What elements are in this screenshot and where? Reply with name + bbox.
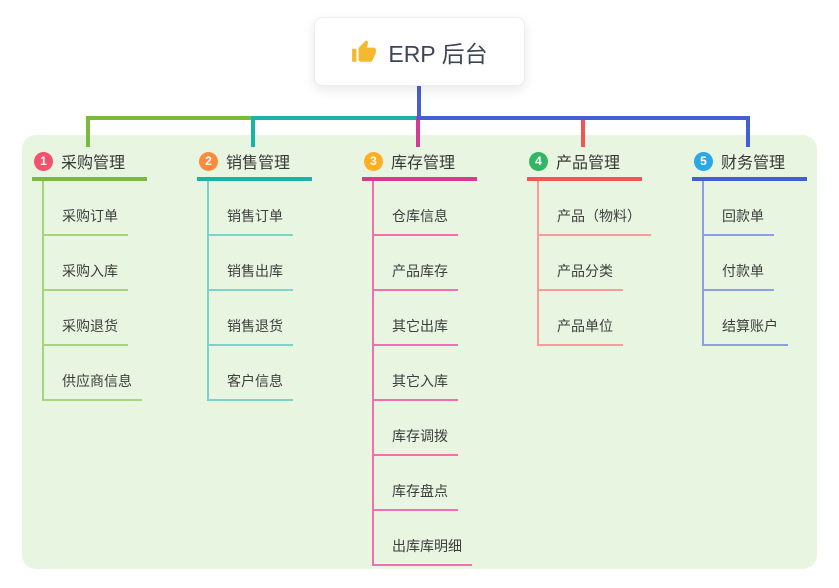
child-node[interactable]: 出库库明细 bbox=[374, 511, 472, 566]
child-node[interactable]: 销售出库 bbox=[209, 236, 293, 291]
branch-number-badge: 3 bbox=[364, 151, 383, 171]
connector-line bbox=[86, 116, 90, 147]
child-node[interactable]: 供应商信息 bbox=[44, 346, 142, 401]
branch-number-badge: 5 bbox=[694, 151, 713, 171]
thumbs-up-icon bbox=[352, 39, 377, 62]
branch-title-label: 采购管理 bbox=[61, 155, 126, 172]
branch-number-badge: 2 bbox=[199, 151, 218, 171]
child-node[interactable]: 销售退货 bbox=[209, 291, 293, 346]
child-node[interactable]: 产品分类 bbox=[539, 236, 623, 291]
branch-title[interactable]: 4 产品管理 bbox=[527, 145, 642, 181]
root-node[interactable]: ERP 后台 bbox=[314, 17, 525, 86]
branch-number-badge: 4 bbox=[529, 151, 548, 171]
child-node[interactable]: 结算账户 bbox=[704, 291, 788, 346]
branch-5: 5 财务管理回款单付款单结算账户 bbox=[692, 145, 807, 346]
branch-3: 3 库存管理仓库信息产品库存其它出库其它入库库存调拨库存盘点出库库明细 bbox=[362, 145, 477, 566]
branch-children: 产品（物料）产品分类产品单位 bbox=[537, 181, 651, 346]
child-node[interactable]: 产品单位 bbox=[539, 291, 623, 346]
root-node-label: ERP 后台 bbox=[388, 40, 488, 67]
branch-title[interactable]: 5 财务管理 bbox=[692, 145, 807, 181]
connector-line bbox=[251, 116, 255, 147]
branch-1: 1 采购管理采购订单采购入库采购退货供应商信息 bbox=[32, 145, 147, 401]
connector-line bbox=[251, 116, 421, 120]
branch-children: 销售订单销售出库销售退货客户信息 bbox=[207, 181, 312, 401]
connector-line bbox=[581, 116, 585, 147]
connector-line bbox=[417, 116, 750, 120]
branch-title-label: 财务管理 bbox=[721, 155, 786, 172]
child-node[interactable]: 付款单 bbox=[704, 236, 774, 291]
branch-children: 仓库信息产品库存其它出库其它入库库存调拨库存盘点出库库明细 bbox=[372, 181, 477, 566]
child-node[interactable]: 采购退货 bbox=[44, 291, 128, 346]
branch-title-label: 销售管理 bbox=[226, 155, 291, 172]
child-node[interactable]: 其它入库 bbox=[374, 346, 458, 401]
child-node[interactable]: 客户信息 bbox=[209, 346, 293, 401]
child-node[interactable]: 采购订单 bbox=[44, 181, 128, 236]
child-node[interactable]: 库存盘点 bbox=[374, 456, 458, 511]
connector-line bbox=[417, 84, 421, 120]
branch-title-label: 库存管理 bbox=[391, 155, 456, 172]
branch-children: 回款单付款单结算账户 bbox=[702, 181, 807, 346]
branch-2: 2 销售管理销售订单销售出库销售退货客户信息 bbox=[197, 145, 312, 401]
child-node[interactable]: 销售订单 bbox=[209, 181, 293, 236]
branch-number-badge: 1 bbox=[34, 151, 53, 171]
branch-title[interactable]: 1 采购管理 bbox=[32, 145, 147, 181]
connector-line bbox=[746, 116, 750, 147]
child-node[interactable]: 产品（物料） bbox=[539, 181, 651, 236]
child-node[interactable]: 产品库存 bbox=[374, 236, 458, 291]
child-node[interactable]: 其它出库 bbox=[374, 291, 458, 346]
branch-title[interactable]: 2 销售管理 bbox=[197, 145, 312, 181]
child-node[interactable]: 仓库信息 bbox=[374, 181, 458, 236]
branch-title-label: 产品管理 bbox=[556, 155, 621, 172]
child-node[interactable]: 回款单 bbox=[704, 181, 774, 236]
branch-children: 采购订单采购入库采购退货供应商信息 bbox=[42, 181, 147, 401]
branch-title[interactable]: 3 库存管理 bbox=[362, 145, 477, 181]
branches-panel bbox=[22, 135, 817, 569]
connector-line bbox=[86, 116, 255, 120]
child-node[interactable]: 采购入库 bbox=[44, 236, 128, 291]
child-node[interactable]: 库存调拨 bbox=[374, 401, 458, 456]
connector-line bbox=[416, 116, 420, 147]
branch-4: 4 产品管理产品（物料）产品分类产品单位 bbox=[527, 145, 651, 346]
